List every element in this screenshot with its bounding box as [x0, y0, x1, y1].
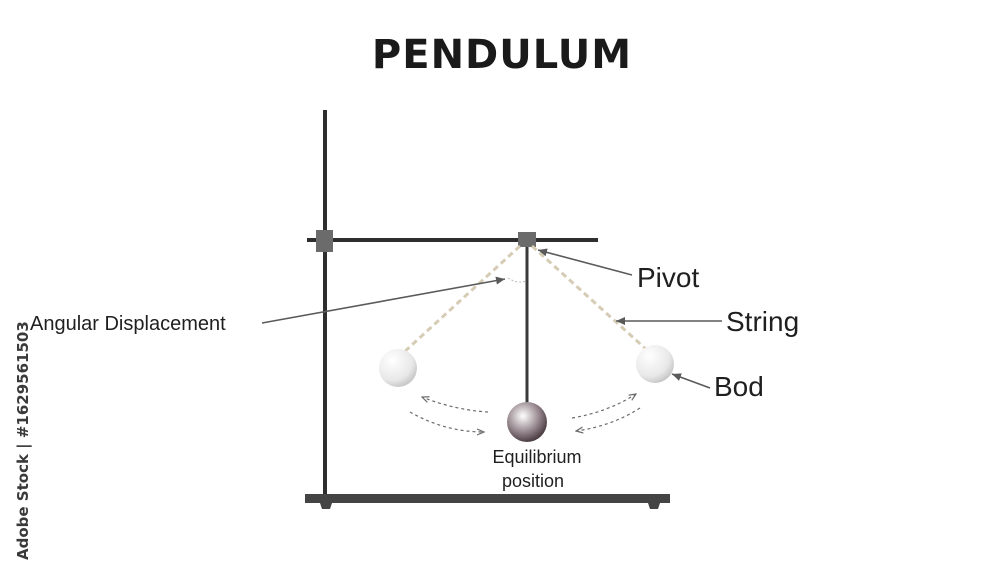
- label-equilibrium-line2: position: [502, 471, 564, 491]
- side-caption: Adobe Stock | #1629561503: [14, 321, 33, 560]
- angle-arc: [507, 277, 527, 283]
- bob-leader-arrow: [671, 373, 711, 389]
- stand-base: [305, 494, 670, 503]
- label-angular-displacement: Angular Displacement: [30, 313, 226, 335]
- motion-arrow-left-lower: [409, 411, 484, 432]
- bob-equilibrium: [507, 402, 547, 442]
- bob-left: [379, 349, 417, 387]
- diagram-title: PENDULUM: [372, 32, 632, 78]
- string-left-displaced: [400, 244, 522, 356]
- string-right-displaced: [530, 244, 649, 352]
- motion-arrow-right-upper: [571, 394, 636, 419]
- pivot-clamp: [518, 232, 536, 247]
- pivot-leader-arrow: [537, 248, 633, 276]
- label-pivot: Pivot: [637, 262, 699, 293]
- stand-clamp: [316, 230, 333, 252]
- bob-right: [636, 345, 674, 383]
- label-bob: Bod: [714, 371, 764, 402]
- label-string: String: [726, 306, 799, 337]
- stand-foot-right: [648, 503, 660, 509]
- motion-arrow-left-upper: [422, 397, 489, 413]
- angular-displacement-leader-arrow: [261, 276, 506, 324]
- label-equilibrium-line1: Equilibrium: [492, 447, 581, 467]
- motion-arrow-right-lower: [576, 407, 641, 431]
- stand-foot-left: [320, 503, 332, 509]
